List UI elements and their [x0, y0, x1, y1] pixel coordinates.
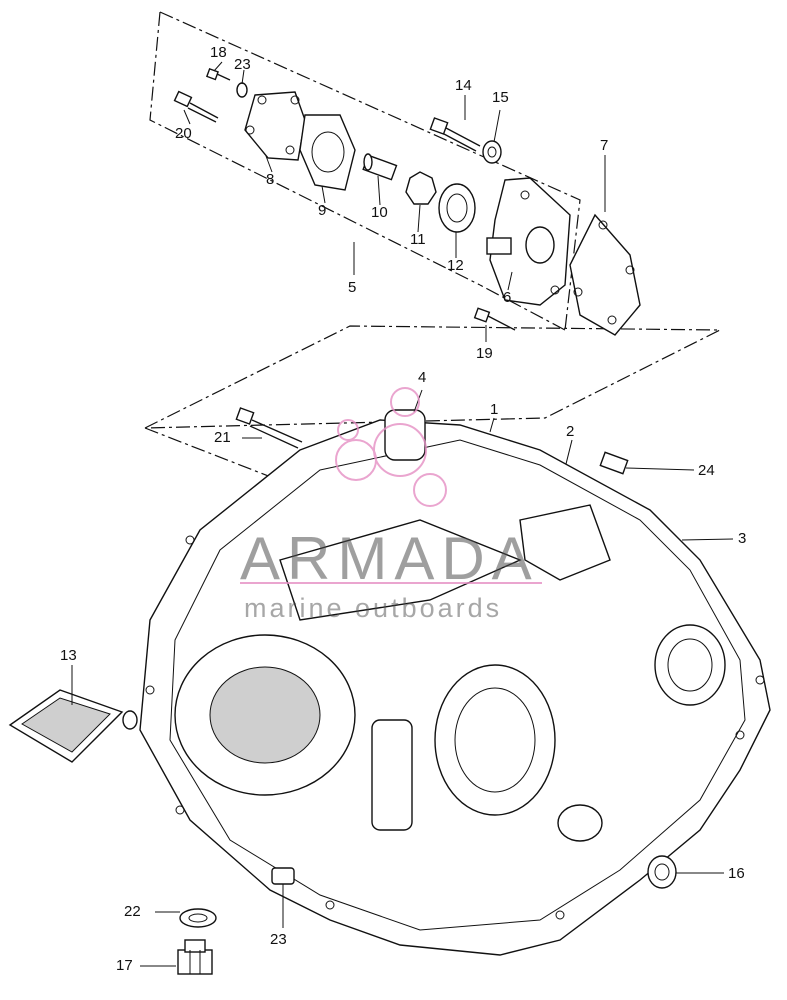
bolt-18 [205, 67, 231, 81]
outer-rotor-12 [438, 183, 476, 233]
oil-screen-13 [8, 689, 138, 763]
bolt-21 [235, 407, 303, 449]
callout-21: 21 [214, 429, 231, 446]
washer-22 [179, 908, 217, 928]
callout-14: 14 [455, 77, 472, 94]
watermark-subtitle: marine outboards [244, 593, 503, 623]
bolt-20 [173, 90, 219, 123]
callout-22: 22 [124, 903, 141, 920]
gasket-9 [299, 114, 356, 191]
pump-cover-8 [244, 91, 306, 161]
watermark-title: ARMADA [240, 525, 539, 592]
callout-19: 19 [476, 345, 493, 362]
drain-bolt-17 [177, 939, 213, 975]
bolt-14 [429, 117, 481, 152]
callout-16: 16 [728, 865, 745, 882]
callout-7: 7 [600, 137, 609, 154]
callout-13: 13 [60, 647, 77, 664]
callout-3: 3 [738, 530, 747, 547]
callout-4: 4 [418, 369, 427, 386]
oil-seal-16 [647, 855, 677, 889]
leader-lines [71, 61, 734, 967]
watermark-logo [240, 387, 542, 584]
washer-15 [482, 140, 502, 164]
callout-23-bottom: 23 [270, 931, 287, 948]
dowel-23-bottom [271, 867, 295, 885]
shaft-10 [362, 153, 398, 181]
callout-23-top: 23 [234, 56, 251, 73]
callout-20: 20 [175, 125, 192, 142]
callout-15: 15 [492, 89, 509, 106]
callout-9: 9 [318, 202, 327, 219]
pump-body-6 [486, 177, 571, 306]
callout-11: 11 [410, 231, 426, 248]
dowel-24 [599, 451, 629, 475]
gasket-7 [569, 213, 641, 336]
washer-23-top [236, 82, 248, 98]
crankcase [139, 409, 771, 956]
callout-10: 10 [371, 204, 388, 221]
callout-1: 1 [490, 401, 499, 418]
inner-rotor-11 [405, 171, 437, 205]
callout-5: 5 [348, 279, 357, 296]
callout-18: 18 [210, 44, 227, 61]
callout-2: 2 [566, 423, 575, 440]
bolt-19 [473, 307, 516, 331]
oil-pump-frame [149, 11, 581, 331]
callout-12: 12 [447, 257, 464, 274]
callout-17: 17 [116, 957, 133, 974]
callout-8: 8 [266, 171, 275, 188]
callout-6: 6 [503, 289, 512, 306]
callout-24: 24 [698, 462, 715, 479]
